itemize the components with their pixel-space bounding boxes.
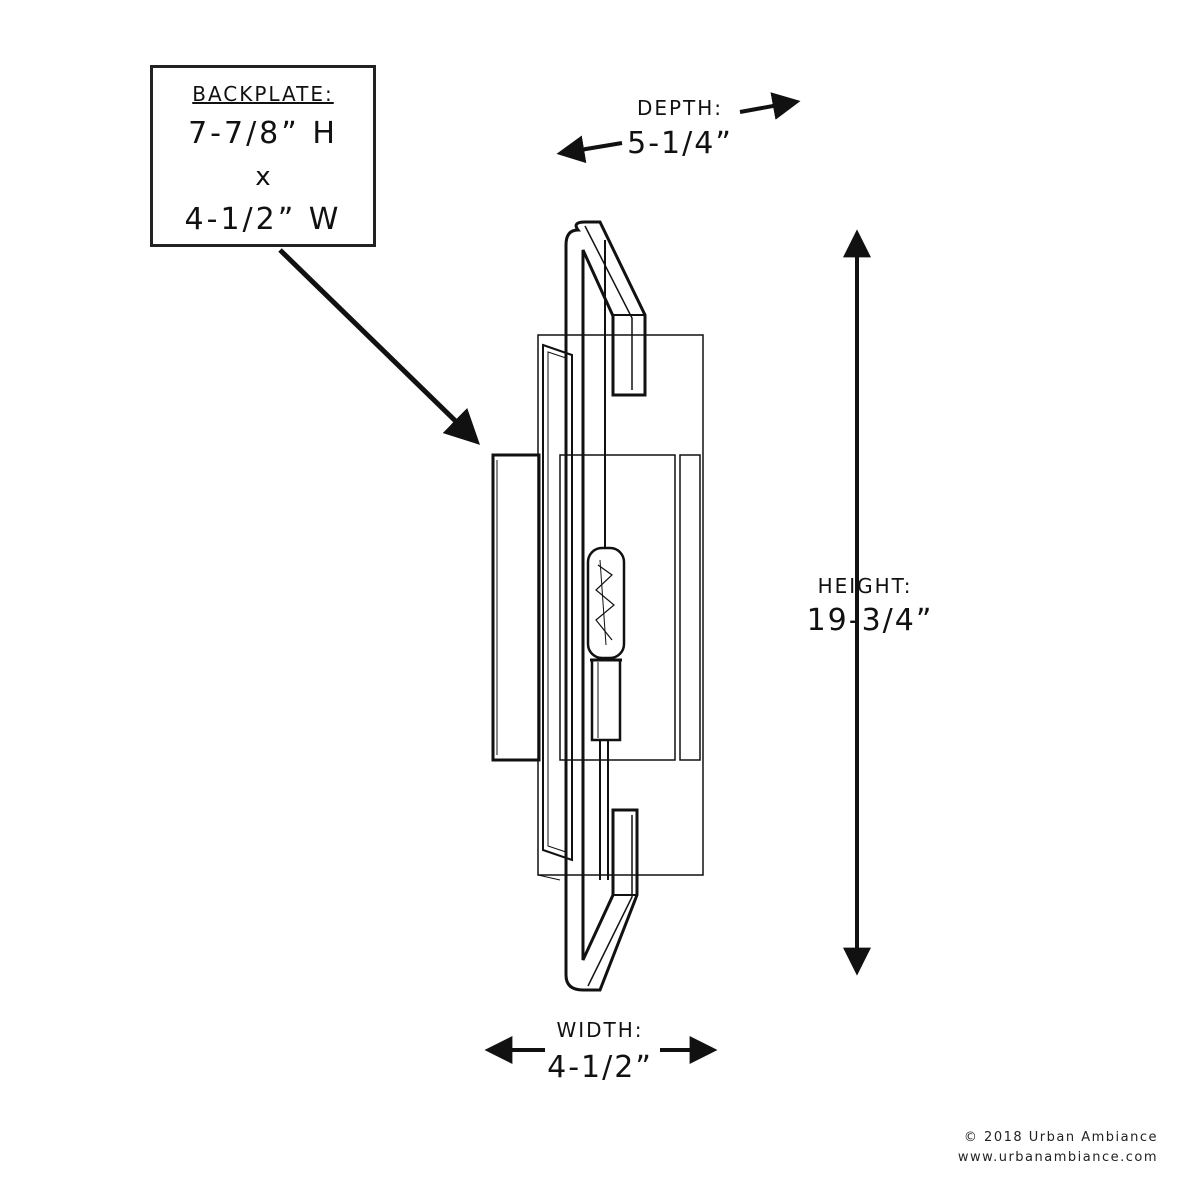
width-caption: WIDTH:	[556, 1018, 644, 1042]
backplate-callout: BACKPLATE: 7-7/8” H x 4-1/2” W	[150, 65, 376, 247]
height-value: 19-3/4”	[806, 603, 934, 638]
copyright-text: © 2018 Urban Ambiance	[963, 1130, 1158, 1145]
light-bulb	[586, 546, 626, 660]
depth-arrow-right	[739, 92, 801, 120]
depth-caption: DEPTH:	[636, 96, 724, 120]
backplate-pointer-arrow	[278, 248, 481, 445]
backplate-width-value: 4-1/2” W	[184, 202, 342, 237]
outer-frame	[564, 220, 647, 992]
backplate-separator: x	[255, 162, 271, 192]
width-value: 4-1/2”	[547, 1050, 653, 1085]
backplate-shape	[491, 453, 541, 762]
backplate-caption: BACKPLATE:	[192, 82, 334, 106]
height-caption: HEIGHT:	[817, 574, 913, 598]
wall-sconce-drawing	[491, 220, 704, 992]
website-link[interactable]: www.urbanambiance.com	[957, 1150, 1158, 1165]
depth-value: 5-1/4”	[627, 126, 733, 161]
bulb-socket	[590, 658, 622, 742]
depth-arrow-left	[556, 135, 623, 164]
glass-panel	[559, 454, 676, 761]
backplate-height-value: 7-7/8” H	[188, 116, 338, 151]
rear-panel	[537, 334, 704, 876]
